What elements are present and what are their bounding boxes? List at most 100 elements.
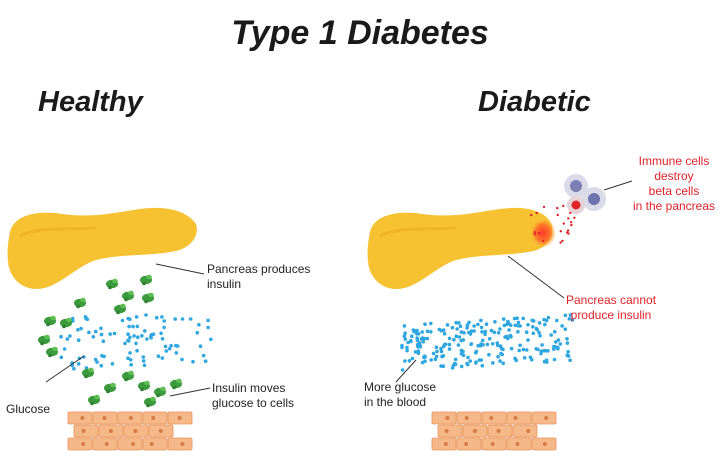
glucose-label: Glucose <box>6 402 51 416</box>
particle-dot <box>559 241 562 244</box>
glucose-dot <box>164 349 169 353</box>
glucose-dot <box>553 329 557 334</box>
glucose-dot <box>524 330 529 335</box>
glucose-dot <box>459 330 464 334</box>
glucose-dot <box>489 328 494 333</box>
glucose-dot <box>509 334 513 339</box>
glucose-dot <box>159 331 163 336</box>
glucose-dot <box>552 344 556 349</box>
glucose-dot <box>95 360 99 364</box>
glucose-dot <box>457 335 462 339</box>
glucose-dot <box>469 342 474 346</box>
particle-dot <box>559 230 562 233</box>
glucose-dot <box>83 315 88 319</box>
glucose-dot <box>515 316 519 321</box>
glucose-dot <box>480 330 484 334</box>
glucose-dot <box>468 359 473 363</box>
glucose-dot <box>509 323 513 328</box>
glucose-dot <box>476 322 480 327</box>
glucose-dot <box>454 320 459 325</box>
glucose-dot <box>461 338 466 342</box>
glucose-dot <box>554 340 558 344</box>
glucose-dot <box>487 352 491 357</box>
glucose-dot <box>499 351 503 356</box>
glucose-dot <box>496 354 500 359</box>
insulin-molecule <box>38 334 50 346</box>
glucose-dot <box>429 358 434 362</box>
glucose-dot <box>538 333 542 338</box>
body-cell <box>167 437 193 451</box>
pancreas-produces-label: Pancreas produces insulin <box>207 262 311 291</box>
insulin-molecule <box>122 370 134 382</box>
glucose-dot <box>563 313 568 318</box>
glucose-dot <box>99 363 104 368</box>
glucose-dot <box>441 354 446 358</box>
glucose-dot <box>466 355 470 360</box>
glucose-dot <box>483 332 487 337</box>
glucose-dot <box>62 347 67 351</box>
glucose-dot <box>563 327 568 332</box>
glucose-dot <box>167 347 172 351</box>
glucose-dot <box>483 329 488 334</box>
glucose-dot <box>543 322 547 327</box>
glucose-dot <box>112 331 117 336</box>
insulin-molecule <box>138 380 150 392</box>
particle-dot <box>556 206 559 210</box>
glucose-dot <box>144 313 148 317</box>
particle-dot <box>573 216 576 219</box>
glucose-dot <box>450 366 455 370</box>
glucose-dot <box>544 358 549 363</box>
glucose-dot <box>505 322 509 327</box>
diabetic-pancreas <box>367 207 556 290</box>
glucose-dot <box>400 368 405 372</box>
pointer-insulin-moves <box>169 387 211 397</box>
body-cell <box>506 411 532 425</box>
glucose-dot <box>143 329 147 333</box>
glucose-dot <box>537 321 542 325</box>
insulin-molecule <box>142 292 154 304</box>
glucose-dot <box>556 347 560 351</box>
glucose-dot <box>141 355 146 359</box>
glucose-dot <box>456 343 461 347</box>
body-cell <box>456 437 482 451</box>
glucose-dot <box>169 343 173 348</box>
glucose-dot <box>416 345 420 349</box>
particle-dot <box>556 213 559 217</box>
glucose-dot <box>423 359 427 364</box>
glucose-dot <box>531 319 536 323</box>
glucose-dot <box>162 325 166 330</box>
glucose-dot <box>565 341 570 345</box>
glucose-dot <box>479 358 484 362</box>
glucose-dot <box>556 338 561 342</box>
glucose-dot <box>145 337 149 341</box>
glucose-dot <box>129 362 133 367</box>
particle-dot <box>535 211 538 215</box>
glucose-dot <box>140 334 144 338</box>
glucose-dot <box>72 367 76 371</box>
glucose-dot <box>462 331 466 335</box>
glucose-dot <box>454 334 459 339</box>
glucose-dot <box>195 330 200 335</box>
glucose-dot <box>197 323 201 327</box>
particle-dot <box>542 205 546 209</box>
glucose-dot <box>191 359 195 364</box>
glucose-dot <box>457 321 461 325</box>
glucose-dot <box>506 319 510 324</box>
glucose-dot <box>413 350 418 354</box>
glucose-dot <box>522 356 527 360</box>
glucose-dot <box>402 324 407 328</box>
glucose-dot <box>452 337 456 342</box>
diabetic-heading: Diabetic <box>478 86 591 118</box>
glucose-dot <box>403 359 407 363</box>
particle-dot <box>567 229 570 232</box>
glucose-dot <box>134 341 138 346</box>
glucose-dot <box>79 326 83 331</box>
glucose-dot <box>65 337 70 341</box>
glucose-dot <box>461 349 465 354</box>
glucose-dot <box>136 335 140 340</box>
insulin-moves-label: Insulin moves glucose to cells <box>212 381 295 410</box>
body-cell <box>142 437 168 451</box>
glucose-dot <box>568 313 573 317</box>
insulin-molecule <box>82 367 94 379</box>
glucose-dot <box>416 332 421 336</box>
